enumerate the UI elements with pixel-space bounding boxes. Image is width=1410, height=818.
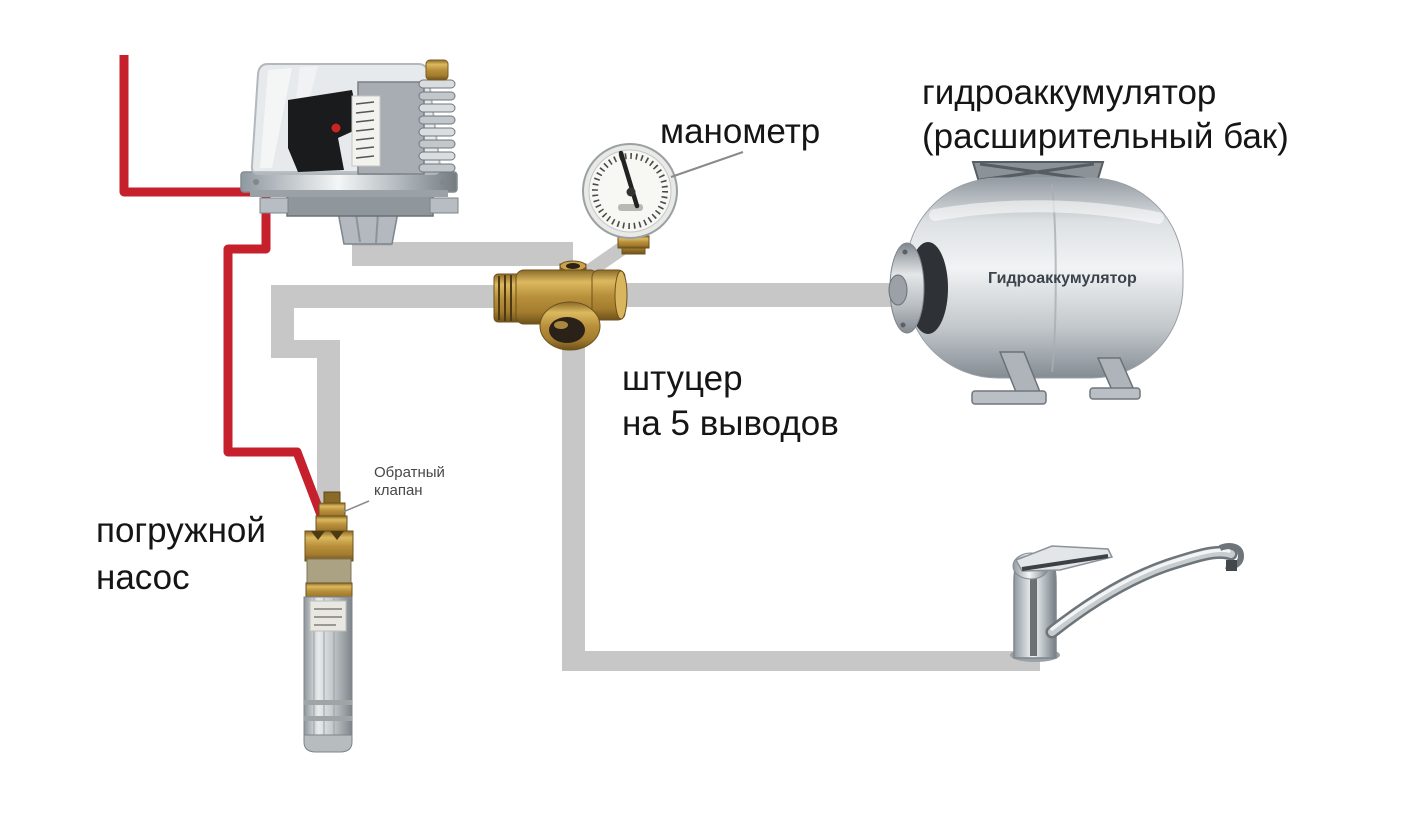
label-fitting-line1: штуцер [622, 359, 743, 398]
pressure-switch-bracket [286, 195, 434, 217]
label-fitting-line2: на 5 выводов [622, 404, 839, 443]
switch-spring-coil [418, 79, 456, 173]
switch-red-indicator [331, 123, 341, 133]
tank-bracket-brace [979, 162, 1095, 182]
tank-flange-hub [888, 274, 908, 306]
fitting-bottom-hole [549, 317, 585, 343]
flange-bolt [902, 249, 908, 255]
pipes [271, 230, 1040, 671]
tank-foot-right-pad [1089, 387, 1141, 400]
label-tank-line1: гидроаккумулятор [922, 73, 1216, 112]
tank-highlight [929, 200, 1164, 224]
pressure-switch-hex-coupler [337, 211, 399, 245]
gauge-tick-ring [592, 153, 668, 229]
faucet-base-reflection [1030, 560, 1037, 656]
label-check-valve-line2: клапан [374, 482, 423, 499]
crown-notch [311, 531, 325, 540]
pipe-down-to-pump [317, 340, 340, 502]
power-wire [119, 55, 326, 517]
dome-reflection [260, 68, 292, 168]
label-pump-line1: погружной [96, 511, 266, 550]
submersible-pump [303, 491, 354, 753]
label-pump-line2: насос [96, 558, 190, 597]
gauge-pointer-line [670, 151, 744, 178]
label-gauge: манометр [660, 112, 820, 151]
faucet-lever-underside [1021, 554, 1109, 571]
hex-facet [355, 213, 361, 243]
gauge-needle-hub [626, 187, 636, 197]
pressure-switch [240, 59, 459, 246]
hex-facet [375, 212, 379, 244]
gauge-logo-smudge [618, 204, 643, 211]
bracket-tab-left [259, 197, 289, 214]
tank-foot-left-pad [971, 390, 1047, 405]
pump-bottom-cap [303, 734, 353, 753]
kitchen-faucet [1010, 543, 1245, 662]
faucet-aerator [1226, 560, 1237, 571]
label-tank-line2: (расширительный бак) [922, 117, 1289, 156]
base-plate-lip [250, 190, 448, 197]
pump-brass-crown [304, 530, 354, 562]
pump-groove [304, 716, 352, 721]
fitting-bottom-glint [554, 321, 568, 329]
terminal-label-marks [355, 101, 375, 159]
faucet-spout-mid [1048, 548, 1235, 636]
check-valve-pointer-line [342, 500, 370, 513]
pipe-bottom-to-faucet [562, 651, 1040, 671]
pipe-left-horizontal [271, 285, 501, 308]
flange-bolt [900, 322, 906, 328]
spring-brass-cap [425, 59, 449, 81]
five-way-fitting [493, 260, 628, 351]
pipe-fitting-down [562, 340, 585, 671]
switch-internal-black-block [288, 90, 360, 172]
base-bolt [440, 179, 446, 185]
pipe-fitting-to-tank [620, 283, 905, 307]
pressure-gauge [582, 143, 678, 255]
pump-upper-section [306, 558, 352, 586]
pump-groove [304, 700, 352, 705]
pipe-left-elbow-vertical [271, 285, 294, 358]
base-bolt [253, 179, 259, 185]
bracket-tab-right [429, 197, 459, 214]
crown-notch [330, 531, 344, 540]
tank-badge-text: Гидроаккумулятор [988, 270, 1137, 287]
label-check-valve-line1: Обратный [374, 464, 445, 481]
faucet-spout-highlight [1050, 548, 1231, 631]
fitting-right-cap [614, 270, 628, 320]
check-valve-collar [315, 515, 348, 534]
hydroaccumulator-tank: Гидроаккумулятор [888, 161, 1184, 405]
gauge-needle [618, 150, 640, 209]
fitting-top-hole [566, 263, 580, 269]
